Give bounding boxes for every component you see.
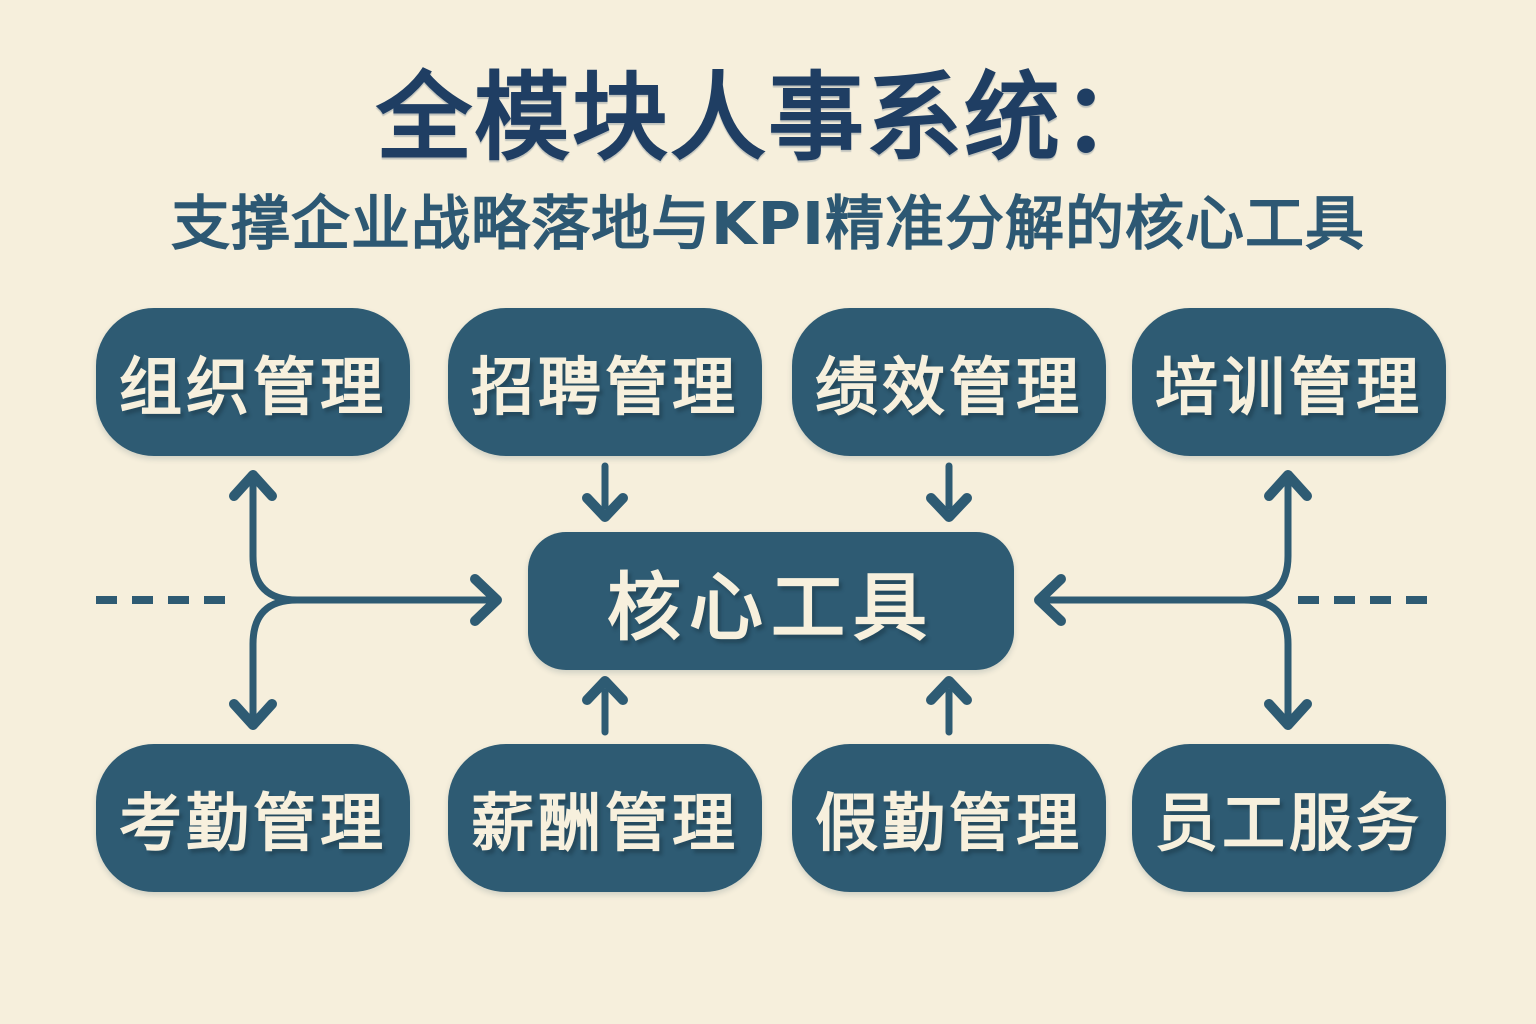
- module-box-organization: 组织管理: [96, 308, 410, 456]
- module-label: 考勤管理: [119, 786, 387, 860]
- module-box-training: 培训管理: [1132, 308, 1446, 456]
- core-tool-box: 核心工具: [528, 532, 1014, 670]
- left-junction-arrow: [96, 470, 502, 730]
- arrow-performance-to-core: [926, 462, 972, 522]
- module-label: 假勤管理: [815, 786, 1083, 860]
- module-box-performance: 绩效管理: [792, 308, 1106, 456]
- module-box-payroll: 薪酬管理: [448, 744, 762, 892]
- module-label: 员工服务: [1155, 786, 1423, 860]
- module-label: 培训管理: [1155, 350, 1423, 424]
- module-box-employee-service: 员工服务: [1132, 744, 1446, 892]
- module-box-leave: 假勤管理: [792, 744, 1106, 892]
- right-junction-arrow: [1034, 470, 1442, 730]
- arrow-leave-to-core: [926, 676, 972, 736]
- module-label: 绩效管理: [815, 350, 1083, 424]
- page-subtitle: 支撑企业战略落地与KPI精准分解的核心工具: [171, 189, 1365, 258]
- core-tool-label: 核心工具: [607, 564, 935, 651]
- module-box-recruiting: 招聘管理: [448, 308, 762, 456]
- module-label: 薪酬管理: [471, 786, 739, 860]
- arrow-recruiting-to-core: [582, 462, 628, 522]
- module-label: 组织管理: [119, 350, 387, 424]
- module-label: 招聘管理: [471, 350, 739, 424]
- arrow-payroll-to-core: [582, 676, 628, 736]
- page-title: 全模块人事系统：: [376, 62, 1160, 174]
- module-box-attendance: 考勤管理: [96, 744, 410, 892]
